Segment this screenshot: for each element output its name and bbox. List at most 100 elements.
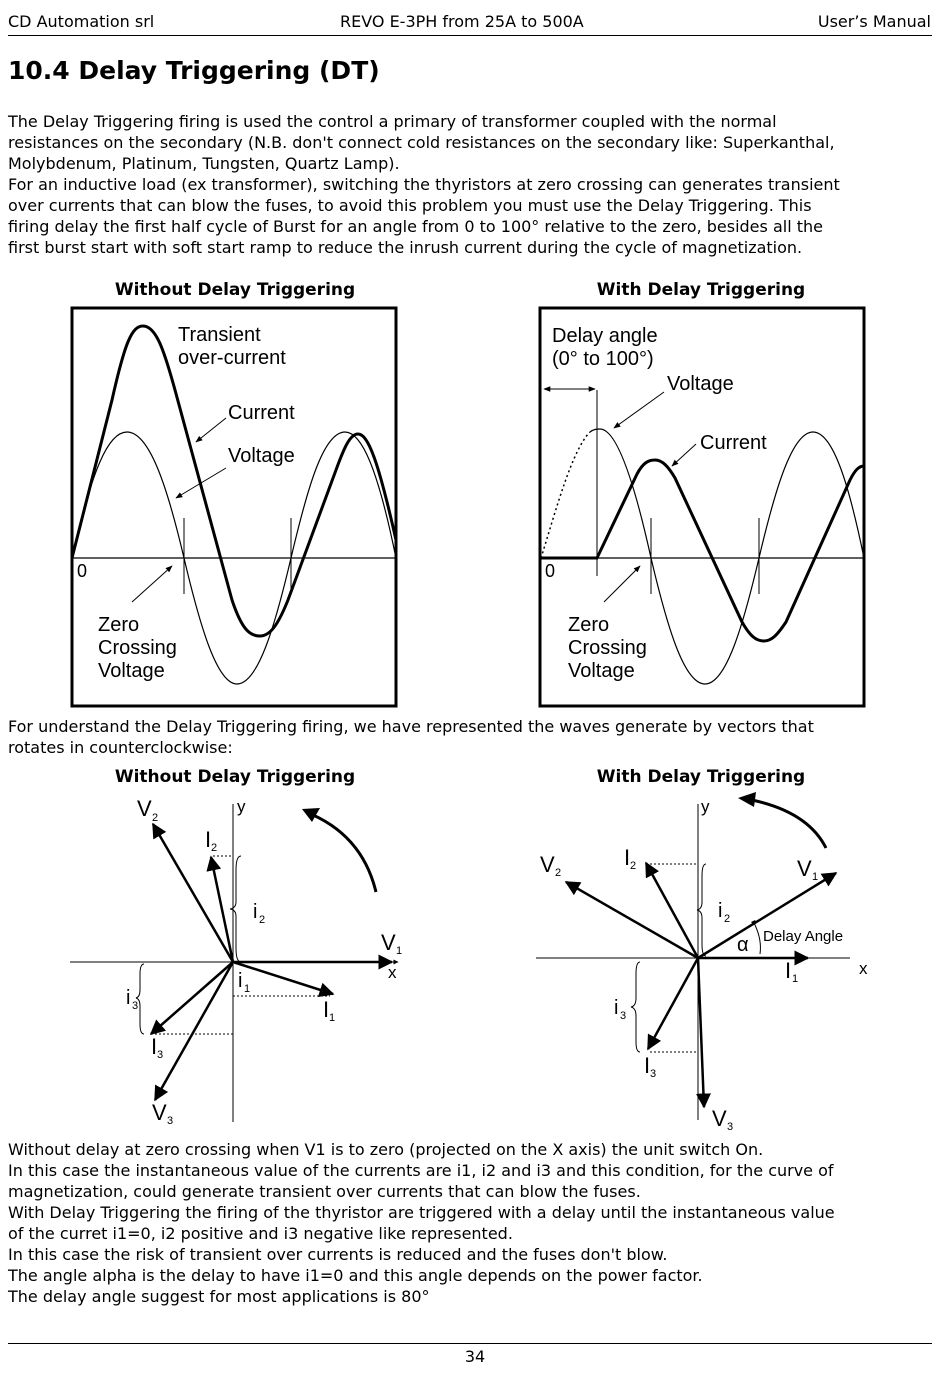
vector-left-label: 1 (396, 945, 402, 957)
vector-left-label: x (388, 963, 397, 982)
vector-right-rotation-arrow (751, 798, 828, 849)
vector-right-label: i (614, 997, 618, 1019)
wave-diagrams: Transient over-current Current Voltage 0… (70, 306, 866, 708)
vector-right-i3 (646, 957, 700, 1051)
header-manual: User’s Manual (817, 12, 931, 31)
wave-left-voltage-curve (71, 431, 397, 685)
vector-right-alpha-arc (750, 919, 761, 955)
vector-right-label: 3 (650, 1068, 656, 1080)
closing-line: The angle alpha is the delay to have i1=… (8, 1266, 703, 1285)
vector-right-caption: With Delay Triggering (596, 767, 806, 787)
header-product: REVO E-3PH from 25A to 500A (340, 12, 584, 31)
wave-left-label: Voltage (98, 660, 165, 682)
vector-right-v2 (564, 880, 699, 960)
vector-right-label: V (540, 852, 555, 877)
vector-left-label: i (126, 987, 130, 1009)
vector-right-label: i (718, 900, 722, 922)
intro-paragraph: The Delay Triggering firing is used the … (8, 111, 938, 258)
wave-left-frame (70, 306, 398, 708)
closing-line: magnetization, could generate transient … (8, 1182, 641, 1201)
vector-left-label: 3 (157, 1049, 163, 1061)
vector-right-rotation-head (738, 792, 756, 807)
wave-left-voltage-arrow (175, 467, 227, 499)
wave-right-current-arrow (671, 443, 697, 467)
vector-right-v1 (697, 871, 838, 960)
wave-left-current-arrow (195, 417, 227, 443)
vector-right-label: I (785, 958, 791, 983)
wave-right-current-curve (540, 458, 865, 643)
closing-line: With Delay Triggering the firing of the … (8, 1203, 835, 1222)
vector-left-label: 1 (244, 983, 250, 995)
vector-right-label: y (701, 797, 710, 816)
vector-left-label: V (152, 1100, 167, 1125)
vector-left-label: V (137, 796, 152, 821)
wave-right-zc-arrow (603, 565, 641, 603)
wave-left-label: Transient (178, 324, 261, 346)
wave-right-voltage-curve (589, 428, 865, 685)
vector-diagrams: y x V 2 I 2 i 2 V 1 i 1 I 1 i 3 I 3 V 3 (70, 792, 868, 1133)
vector-right-label: 2 (724, 913, 730, 925)
vector-right-label: 3 (727, 1121, 733, 1133)
wave-left-label: Crossing (98, 637, 177, 659)
wave-right-frame (538, 306, 866, 708)
wave-right-label: Voltage (667, 373, 734, 395)
closing-line: of the curret i1=0, i2 positive and i3 n… (8, 1224, 513, 1243)
intro-line: For an inductive load (ex transformer), … (8, 175, 840, 194)
vector-left-caption: Without Delay Triggering (114, 767, 356, 787)
wave-right-caption: With Delay Triggering (596, 280, 806, 300)
vector-left-label: V (381, 930, 396, 955)
vector-right-label: V (712, 1106, 727, 1131)
vector-left-brace-i3 (135, 963, 145, 1035)
header-company: CD Automation srl (8, 12, 155, 31)
section-title: 10.4 Delay Triggering (DT) (8, 56, 380, 85)
wave-right-label: Current (700, 432, 767, 454)
vector-right-alpha-label: α (737, 934, 749, 956)
vector-left-label: i (238, 970, 242, 992)
vector-right-label: I (644, 1053, 650, 1078)
header-rule (8, 35, 932, 36)
footer-rule (8, 1343, 932, 1344)
wave-left-label: Zero (98, 614, 139, 636)
wave-left-label: 0 (77, 561, 87, 581)
vector-left-label: I (323, 997, 329, 1022)
intro-line: first burst start with soft start ramp t… (8, 238, 803, 257)
closing-paragraph: Without delay at zero crossing when V1 i… (8, 1139, 938, 1307)
intro-line: Molybdenum, Platinum, Tungsten, Quartz L… (8, 154, 400, 173)
wave-left-diagram: Transient over-current Current Voltage 0… (70, 306, 398, 708)
wave-right-label: Zero (568, 614, 609, 636)
middle-paragraph: For understand the Delay Triggering firi… (8, 716, 938, 758)
vector-left-label: 2 (259, 914, 265, 926)
intro-line: resistances on the secondary (N.B. don't… (8, 133, 835, 152)
wave-left-label: Current (228, 402, 295, 424)
closing-line: The delay angle suggest for most applica… (8, 1287, 430, 1306)
wave-right-label: Voltage (568, 660, 635, 682)
vector-right-label: 1 (812, 871, 818, 883)
intro-line: The Delay Triggering firing is used the … (8, 112, 777, 131)
vector-left-label: i (253, 901, 257, 923)
intro-line: over currents that can blow the fuses, t… (8, 196, 812, 215)
vector-left-label: y (237, 797, 246, 816)
closing-line: Without delay at zero crossing when V1 i… (8, 1140, 764, 1159)
wave-left-current-curve (70, 324, 398, 638)
vector-left-label: I (205, 827, 211, 852)
vector-left-diagram: y x V 2 I 2 i 2 V 1 i 1 I 1 i 3 I 3 V 3 (70, 796, 402, 1127)
vector-left-rotation-head (302, 808, 320, 822)
vector-left-label: 3 (132, 1000, 138, 1012)
wave-right-soft-start (540, 431, 591, 559)
vector-right-label: x (859, 959, 868, 978)
vector-left-v2 (151, 822, 235, 963)
vector-left-label: 2 (211, 842, 217, 854)
middle-line: rotates in counterclockwise: (8, 738, 233, 757)
vector-left-brace-i2 (229, 855, 242, 963)
vector-right-brace-i2 (696, 863, 707, 957)
vector-right-label: 1 (792, 973, 798, 985)
wave-right-label: (0° to 100°) (552, 348, 654, 370)
vector-left-rotation-arrow (305, 810, 378, 893)
wave-left-label: over-current (178, 347, 286, 369)
page-number: 34 (464, 1347, 486, 1366)
middle-line: For understand the Delay Triggering firi… (8, 717, 814, 736)
vector-right-i2 (644, 861, 700, 959)
wave-right-label: Crossing (568, 637, 647, 659)
vector-right-label: I (624, 845, 630, 870)
vector-left-label: 2 (152, 812, 158, 824)
